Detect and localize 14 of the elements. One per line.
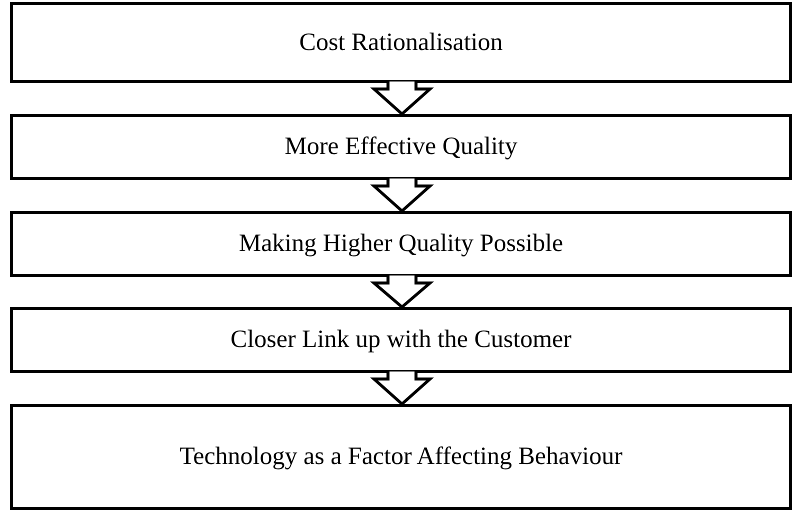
box-label: More Effective Quality [284,132,518,162]
process-box [10,2,792,83]
process-box [10,211,792,277]
process-box [10,114,792,180]
box-label: Cost Rationalisation [299,28,503,58]
process-box [10,404,792,510]
box-label: Closer Link up with the Customer [230,325,572,356]
block-arrow [370,370,434,406]
block-arrow [370,80,434,116]
box-label: Technology as a Factor Affecting Behaviour [180,442,622,472]
block-arrow [370,274,434,309]
process-box [10,307,792,373]
box-label: Making Higher Quality Possible [238,229,564,260]
block-arrow [370,177,434,214]
